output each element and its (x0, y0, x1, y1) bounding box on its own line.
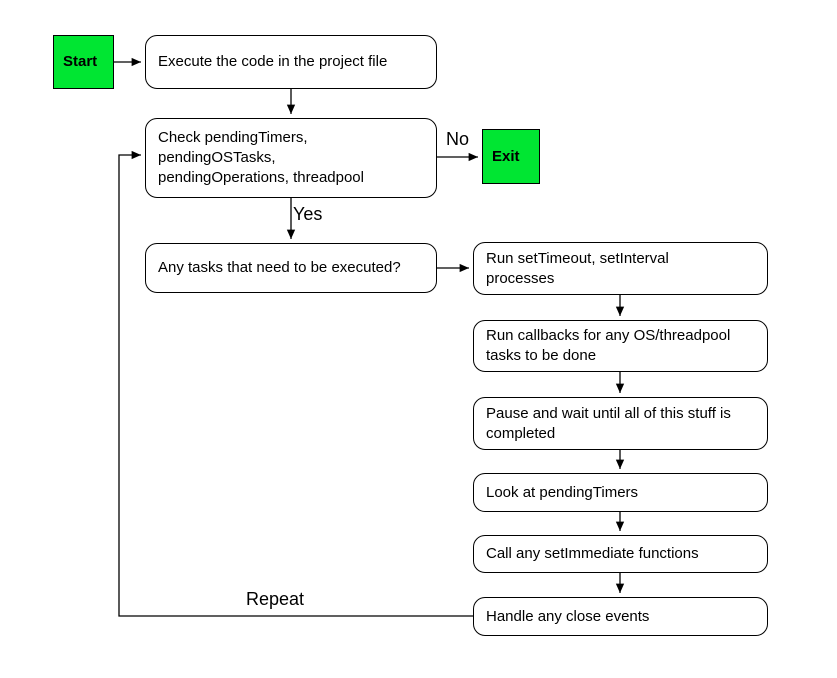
node-run-settimeout: Run setTimeout, setInterval processes (473, 242, 768, 295)
node-start: Start (53, 35, 114, 89)
node-execute-code: Execute the code in the project file (145, 35, 437, 89)
node-exit: Exit (482, 129, 540, 184)
node-look-pendingtimers: Look at pendingTimers (473, 473, 768, 512)
edge-label-repeat: Repeat (246, 589, 305, 609)
node-run-callbacks: Run callbacks for any OS/threadpool task… (473, 320, 768, 372)
node-handle-close: Handle any close events (473, 597, 768, 636)
node-any-tasks: Any tasks that need to be executed? (145, 243, 437, 293)
edge-label-no: No (446, 129, 470, 149)
arrow-repeat-loop (118, 150, 473, 617)
edge-label-yes: Yes (293, 204, 323, 224)
node-pause-wait: Pause and wait until all of this stuff i… (473, 397, 768, 450)
node-check-pending: Check pendingTimers, pendingOSTasks, pen… (145, 118, 437, 198)
node-call-setimmediate: Call any setImmediate functions (473, 535, 768, 573)
